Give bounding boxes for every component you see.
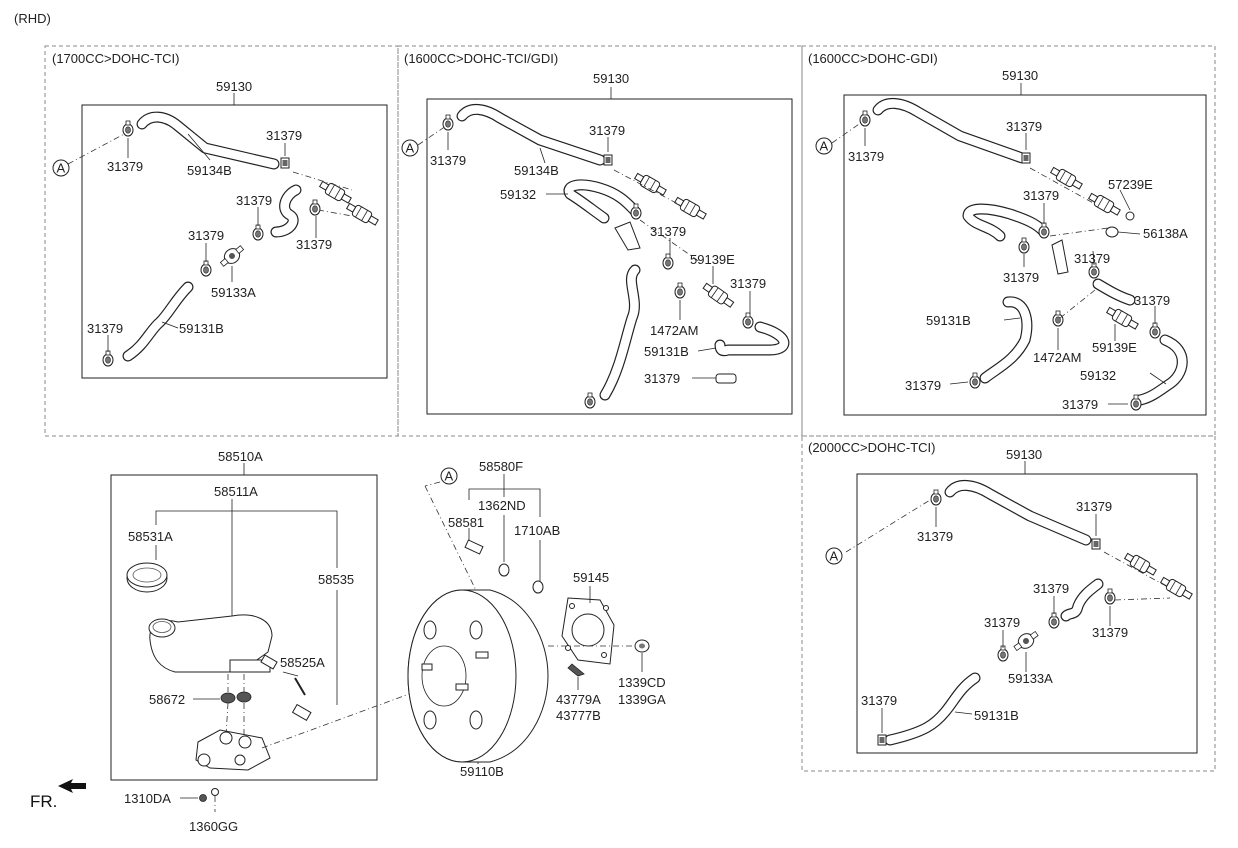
svg-text:A: A	[57, 161, 66, 176]
part-label: 31379	[430, 153, 466, 168]
part-label: 1310DA	[124, 791, 171, 806]
part-label: 43779A	[556, 692, 601, 707]
part-label: 59139E	[1092, 340, 1137, 355]
part-label: 31379	[1062, 397, 1098, 412]
ref-marker-a-s3: A	[815, 137, 833, 155]
part-label: 59132	[1080, 368, 1116, 383]
section-frames	[44, 45, 1216, 772]
part-label: 43777B	[556, 708, 601, 723]
assembly-2000cc	[845, 461, 1195, 746]
part-label: 59130	[593, 71, 629, 86]
part-label: 31379	[188, 228, 224, 243]
assembly-1700cc	[67, 93, 381, 367]
part-label: 31379	[1023, 188, 1059, 203]
part-label: 31379	[984, 615, 1020, 630]
part-label: 58580F	[479, 459, 523, 474]
part-label: 1339CD	[618, 675, 666, 690]
part-label: 59134B	[514, 163, 559, 178]
front-direction-arrow-icon	[58, 779, 86, 793]
part-label: 59130	[1002, 68, 1038, 83]
svg-text:A: A	[830, 549, 839, 564]
part-label: 58511A	[214, 484, 258, 499]
section-title-1700cc: (1700CC>DOHC-TCI)	[52, 51, 180, 66]
part-label: 31379	[1076, 499, 1112, 514]
brake-booster-assembly	[407, 474, 650, 764]
variant-label: (RHD)	[14, 11, 51, 26]
part-label: 58672	[149, 692, 185, 707]
part-label: 58510A	[218, 449, 263, 464]
part-label: 59131B	[926, 313, 971, 328]
ref-marker-a-bottom: A	[440, 467, 458, 485]
part-label: 1710AB	[514, 523, 560, 538]
part-label: 59145	[573, 570, 609, 585]
part-label: 58531A	[128, 529, 173, 544]
svg-text:A: A	[406, 141, 415, 156]
part-label: 31379	[1033, 581, 1069, 596]
part-label: 59139E	[690, 252, 735, 267]
part-label: 59134B	[187, 163, 232, 178]
part-label: 1472AM	[1033, 350, 1081, 365]
part-label: 31379	[644, 371, 680, 386]
part-label: 1339GA	[618, 692, 666, 707]
part-label: 31379	[650, 224, 686, 239]
part-label: 58525A	[280, 655, 325, 670]
svg-text:A: A	[445, 469, 454, 484]
part-label: 31379	[1092, 625, 1128, 640]
part-label: 59130	[1006, 447, 1042, 462]
part-label: 59131B	[644, 344, 689, 359]
part-label: 31379	[1074, 251, 1110, 266]
section-title-2000cc: (2000CC>DOHC-TCI)	[808, 440, 936, 455]
part-label: 59133A	[211, 285, 256, 300]
svg-text:A: A	[820, 139, 829, 154]
part-label: 58581	[448, 515, 484, 530]
part-label: 31379	[589, 123, 625, 138]
ref-marker-a-s1: A	[52, 159, 70, 177]
part-label: 59130	[216, 79, 252, 94]
part-label: 31379	[236, 193, 272, 208]
section-title-1600cc-tci-gdi: (1600CC>DOHC-TCI/GDI)	[404, 51, 558, 66]
assembly-1600cc-gdi	[831, 83, 1188, 411]
part-label: 1362ND	[478, 498, 526, 513]
part-label: 59131B	[179, 321, 224, 336]
part-label: 59131B	[974, 708, 1019, 723]
part-label: 31379	[266, 128, 302, 143]
part-label: 31379	[87, 321, 123, 336]
part-label: 31379	[1006, 119, 1042, 134]
assembly-1600cc-tci-gdi	[417, 87, 790, 409]
part-label: 31379	[905, 378, 941, 393]
part-label: 57239E	[1108, 177, 1153, 192]
master-cylinder-assembly	[126, 463, 421, 812]
ref-marker-a-s4: A	[825, 547, 843, 565]
part-label: 59110B	[460, 764, 504, 779]
part-label: 58535	[318, 572, 354, 587]
part-label: 31379	[917, 529, 953, 544]
part-label: 1472AM	[650, 323, 698, 338]
part-label: 56138A	[1143, 226, 1188, 241]
part-label: 31379	[296, 237, 332, 252]
part-label: 31379	[1003, 270, 1039, 285]
part-label: 1360GG	[189, 819, 238, 834]
front-direction-label: FR.	[30, 792, 57, 811]
part-label: 59133A	[1008, 671, 1053, 686]
part-label: 59132	[500, 187, 536, 202]
part-label: 31379	[848, 149, 884, 164]
part-label: 31379	[107, 159, 143, 174]
part-label: 31379	[861, 693, 897, 708]
part-label: 31379	[730, 276, 766, 291]
section-title-1600cc-gdi: (1600CC>DOHC-GDI)	[808, 51, 938, 66]
part-label: 31379	[1134, 293, 1170, 308]
ref-marker-a-s2: A	[401, 139, 419, 157]
